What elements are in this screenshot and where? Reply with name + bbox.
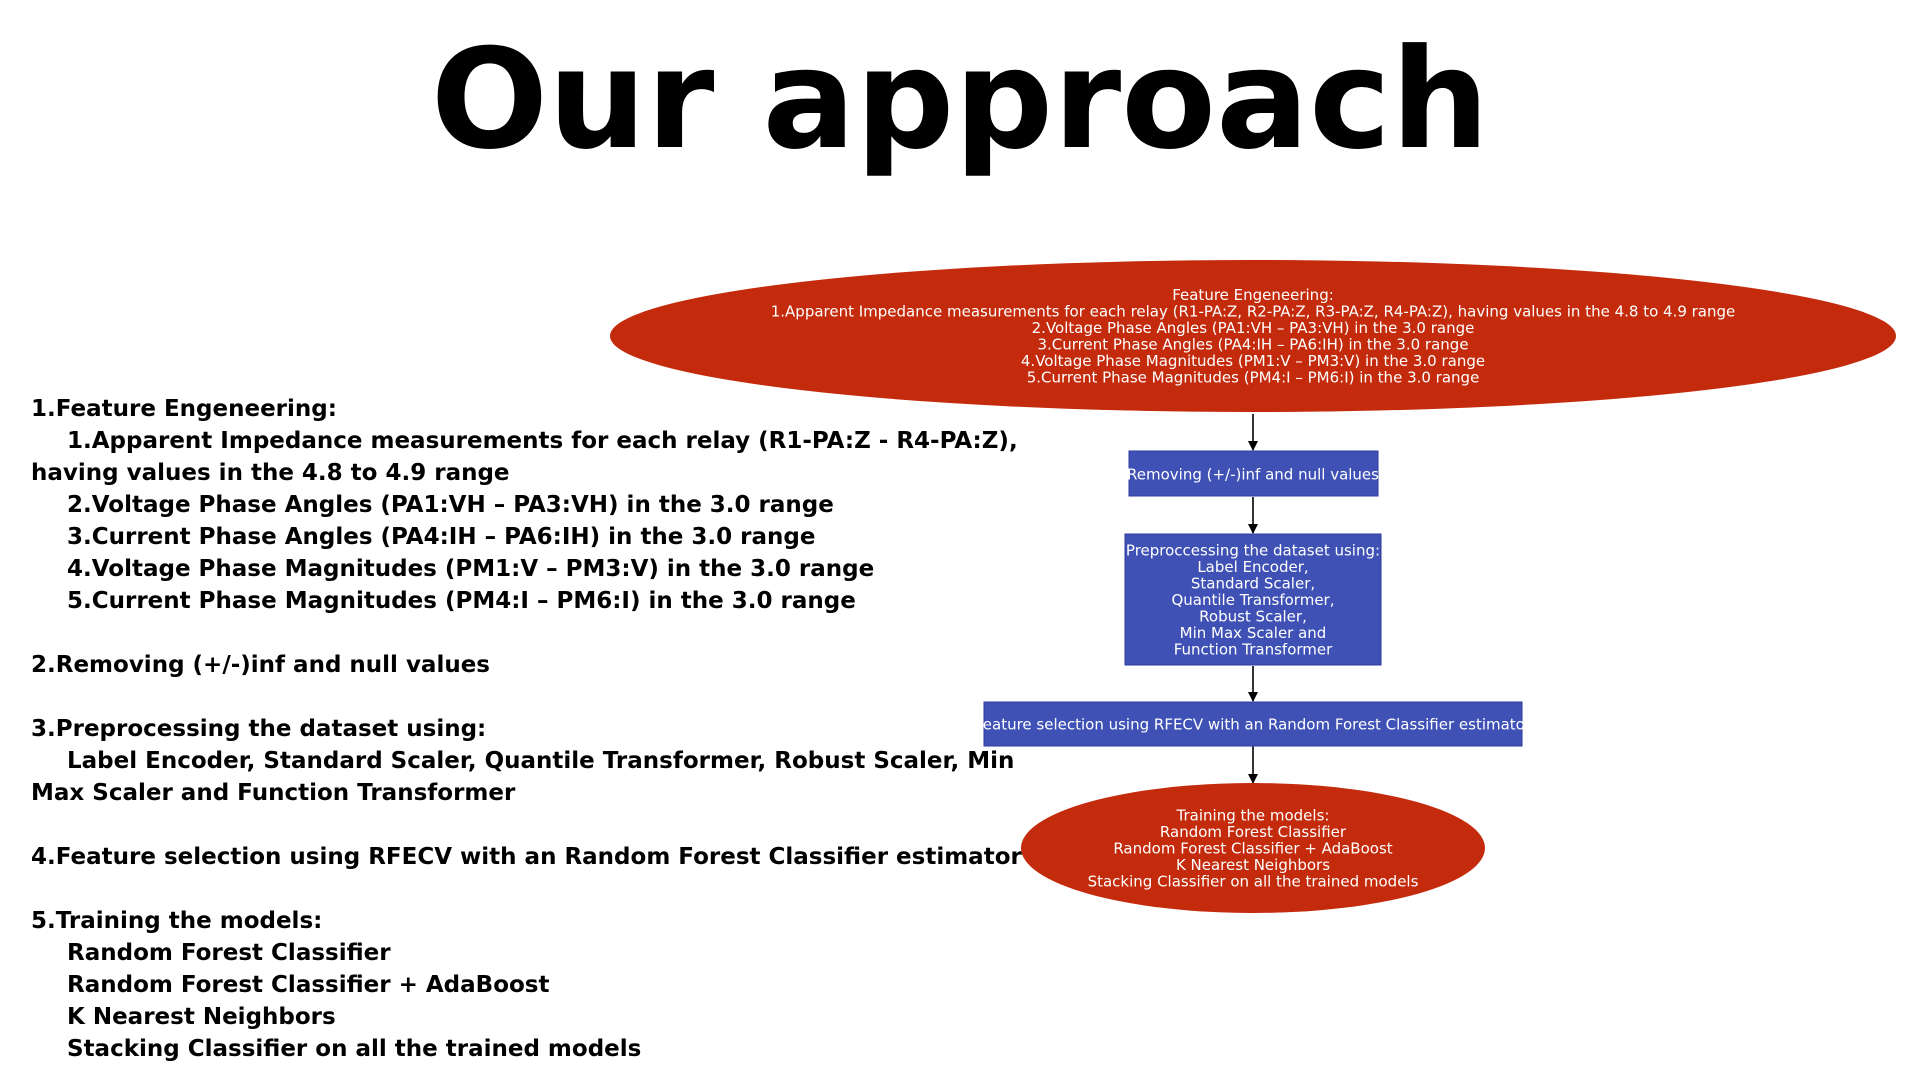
node-label-line: Min Max Scaler and: [1180, 624, 1327, 642]
step-5-item-2: Random Forest Classifier + AdaBoost: [67, 972, 550, 998]
step-2-heading: 2.Removing (+/-)inf and null values: [31, 652, 491, 678]
node-shape: [610, 260, 1896, 412]
node-label: Removing (+/-)inf and null values: [1127, 465, 1379, 483]
node-label-line: Random Forest Classifier + AdaBoost: [1113, 839, 1392, 857]
step-1-heading: 1.Feature Engeneering:: [31, 396, 337, 422]
node-label-line: Feature selection using RFECV with an Ra…: [975, 715, 1532, 733]
node-label-line: 3.Current Phase Angles (PA4:IH – PA6:IH)…: [1037, 336, 1468, 354]
approach-steps-list: 1.Feature Engeneering: 1.Apparent Impeda…: [31, 393, 1022, 1065]
flow-node-remove-inf-null: Removing (+/-)inf and null values: [1127, 450, 1379, 497]
node-label-line: Random Forest Classifier: [1160, 823, 1347, 841]
node-shape: [1128, 450, 1379, 497]
node-label: Feature Engeneering:1.Apparent Impedance…: [771, 286, 1736, 387]
flow-node-preprocessing: Preproccessing the dataset using:Label E…: [1124, 533, 1382, 666]
node-label: Training the models:Random Forest Classi…: [1088, 806, 1419, 890]
node-label-line: Removing (+/-)inf and null values: [1127, 465, 1379, 483]
node-label-line: Training the models:: [1176, 806, 1330, 824]
flow-node-feature-engineering: Feature Engeneering:1.Apparent Impedance…: [610, 260, 1896, 412]
node-shape: [1124, 533, 1382, 666]
node-shape: [983, 701, 1523, 747]
node-label-line: Label Encoder,: [1197, 558, 1308, 576]
step-3-heading: 3.Preprocessing the dataset using:: [31, 716, 487, 742]
step-5-item-3: K Nearest Neighbors: [67, 1004, 336, 1030]
node-label-line: Feature Engeneering:: [1172, 286, 1334, 304]
step-1-item-3: 3.Current Phase Angles (PA4:IH – PA6:IH)…: [67, 524, 816, 550]
node-label-line: 5.Current Phase Magnitudes (PM4:I – PM6:…: [1027, 369, 1480, 387]
node-label-line: 2.Voltage Phase Angles (PA1:VH – PA3:VH)…: [1032, 319, 1475, 337]
node-label-line: Stacking Classifier on all the trained m…: [1088, 872, 1419, 890]
step-1-item-1-line-2: having values in the 4.8 to 4.9 range: [31, 460, 510, 486]
step-5-item-1: Random Forest Classifier: [67, 940, 391, 966]
step-1-item-4: 4.Voltage Phase Magnitudes (PM1:V – PM3:…: [67, 556, 875, 582]
node-label: Feature selection using RFECV with an Ra…: [975, 715, 1532, 733]
step-5-heading: 5.Training the models:: [31, 908, 323, 934]
step-3-body-line-2: Max Scaler and Function Transformer: [31, 780, 516, 806]
step-1-item-5: 5.Current Phase Magnitudes (PM4:I – PM6:…: [67, 588, 856, 614]
node-label-line: Quantile Transformer,: [1171, 591, 1334, 609]
node-label: Preproccessing the dataset using:Label E…: [1126, 541, 1380, 658]
flow-node-training-models: Training the models:Random Forest Classi…: [1021, 783, 1485, 913]
node-label-line: Function Transformer: [1174, 640, 1333, 658]
flow-node-feature-selection: Feature selection using RFECV with an Ra…: [975, 701, 1532, 747]
node-label-line: Preproccessing the dataset using:: [1126, 541, 1380, 559]
step-1-item-1-line-1: 1.Apparent Impedance measurements for ea…: [67, 428, 1018, 454]
node-label-line: 4.Voltage Phase Magnitudes (PM1:V – PM3:…: [1021, 352, 1485, 370]
node-label-line: 1.Apparent Impedance measurements for ea…: [771, 303, 1736, 321]
step-5-item-4: Stacking Classifier on all the trained m…: [67, 1036, 642, 1062]
step-1-item-2: 2.Voltage Phase Angles (PA1:VH – PA3:VH)…: [67, 492, 834, 518]
node-label-line: K Nearest Neighbors: [1176, 856, 1330, 874]
node-label-line: Standard Scaler,: [1191, 574, 1315, 592]
step-3-body-line-1: Label Encoder, Standard Scaler, Quantile…: [67, 748, 1015, 774]
step-4-heading: 4.Feature selection using RFECV with an …: [31, 844, 1022, 870]
node-shape: [1021, 783, 1485, 913]
node-label-line: Robust Scaler,: [1199, 607, 1307, 625]
slide-title: Our approach: [430, 19, 1490, 180]
